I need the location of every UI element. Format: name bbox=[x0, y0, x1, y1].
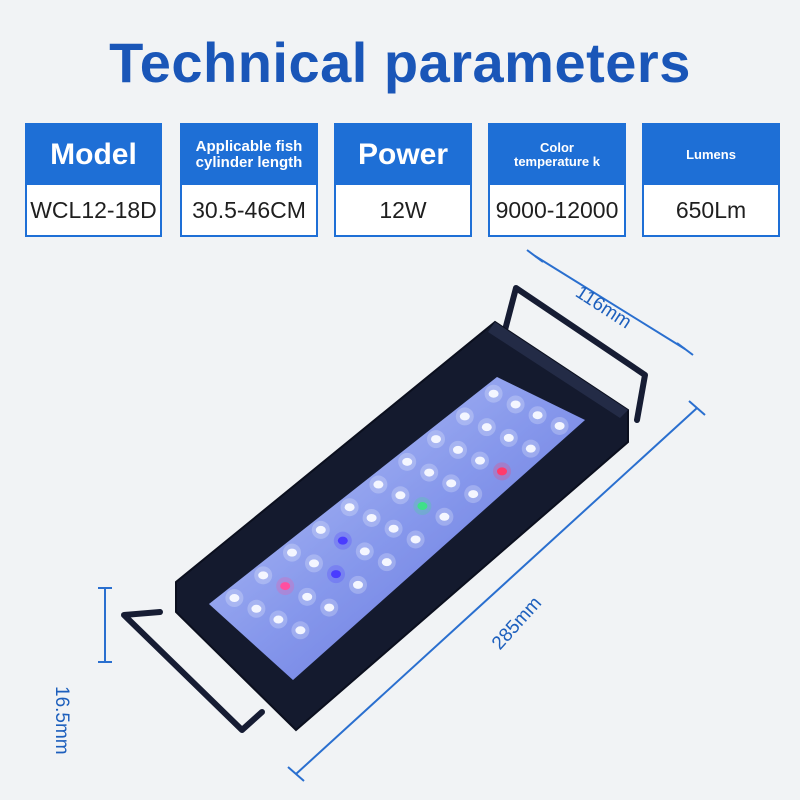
length-dimension-line bbox=[295, 407, 698, 775]
param-value: 12W bbox=[379, 196, 427, 223]
page-title: Technical parameters bbox=[109, 31, 691, 94]
led-dot bbox=[309, 559, 319, 568]
param-value: WCL12-18D bbox=[30, 196, 157, 223]
param-model: Model WCL12-18D bbox=[25, 123, 162, 237]
led-dot bbox=[402, 457, 413, 466]
led-dot bbox=[510, 400, 521, 409]
led-dot bbox=[468, 490, 479, 499]
led-dot bbox=[315, 525, 326, 534]
led-dot bbox=[258, 571, 269, 580]
param-value: 30.5-46CM bbox=[192, 196, 306, 223]
param-color-temperature: Color temperature k 9000-12000 bbox=[488, 123, 626, 237]
led-dot bbox=[503, 433, 514, 442]
param-label: Model bbox=[27, 125, 160, 185]
led-dot bbox=[532, 411, 543, 420]
param-fish-cylinder-length: Applicable fish cylinder length 30.5-46C… bbox=[180, 123, 318, 237]
led-dot bbox=[439, 512, 450, 521]
led-dot bbox=[410, 535, 421, 544]
led-dot bbox=[431, 435, 441, 444]
led-dot bbox=[287, 548, 297, 557]
param-value: 9000-12000 bbox=[495, 196, 619, 223]
param-label: Lumens bbox=[644, 125, 778, 185]
front-bracket bbox=[121, 609, 265, 733]
param-label: Applicable fish cylinder length bbox=[182, 125, 316, 185]
led-dot bbox=[417, 502, 428, 511]
led-dot bbox=[229, 594, 240, 603]
led-dot bbox=[446, 479, 457, 488]
led-dot bbox=[497, 467, 507, 476]
rear-bracket bbox=[502, 285, 648, 423]
led-dot bbox=[481, 423, 492, 432]
led-dot bbox=[302, 592, 313, 601]
led-array bbox=[225, 384, 569, 640]
led-dot bbox=[373, 480, 384, 489]
led-dot bbox=[459, 412, 470, 421]
led-dot bbox=[337, 536, 348, 545]
led-dot bbox=[424, 468, 435, 477]
led-dot bbox=[353, 580, 363, 589]
led-dot bbox=[475, 456, 485, 465]
led-dot bbox=[453, 445, 463, 454]
led-dot bbox=[359, 547, 370, 556]
led-dot bbox=[366, 513, 377, 522]
led-dot bbox=[381, 558, 392, 567]
led-dot bbox=[395, 491, 406, 500]
led-dot bbox=[295, 626, 306, 635]
width-dimension-line bbox=[534, 255, 686, 350]
led-dot bbox=[554, 421, 565, 430]
led-dot bbox=[331, 570, 341, 579]
dimension-lines bbox=[98, 249, 706, 782]
led-dot bbox=[324, 603, 335, 612]
param-lumens: Lumens 650Lm bbox=[642, 123, 780, 237]
led-dot bbox=[251, 604, 262, 613]
led-dot bbox=[388, 524, 399, 533]
led-dot bbox=[488, 389, 499, 398]
led-dot bbox=[273, 615, 284, 624]
led-dot bbox=[344, 503, 355, 512]
param-power: Power 12W bbox=[334, 123, 472, 237]
led-dot bbox=[525, 444, 536, 453]
height-dimension-label: 16.5mm bbox=[51, 686, 72, 755]
param-value: 650Lm bbox=[675, 196, 747, 223]
param-label: Power bbox=[336, 125, 470, 185]
param-label: Color temperature k bbox=[490, 125, 624, 185]
led-dot bbox=[280, 582, 291, 591]
